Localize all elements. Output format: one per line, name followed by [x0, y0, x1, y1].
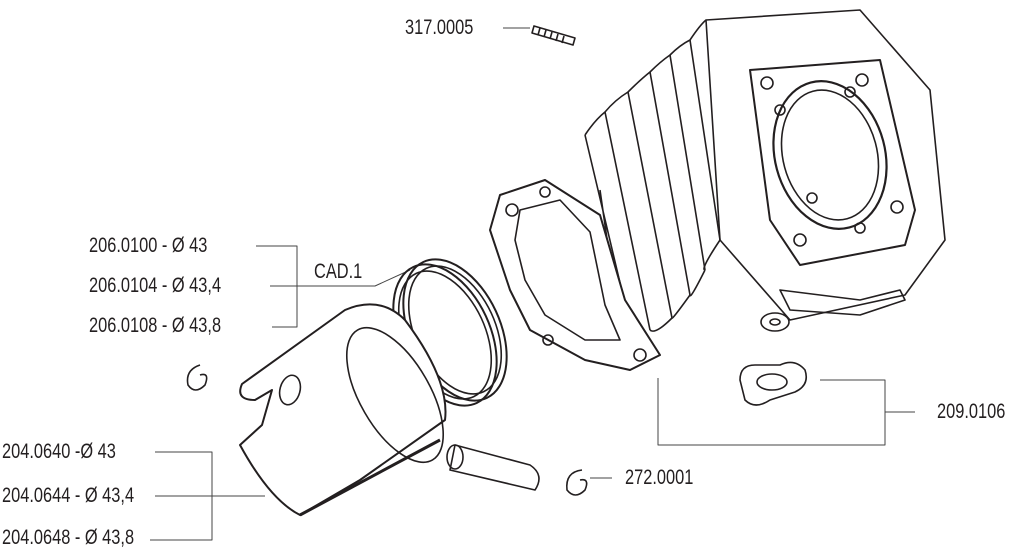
piston: [239, 303, 447, 517]
stud-317-0005: [531, 25, 576, 46]
part-label-piston-43-8: 204.0648 - Ø 43,8: [2, 526, 135, 549]
part-label-stud: 317.0005: [405, 16, 474, 39]
leader-lines: [150, 27, 915, 541]
intake-gasket-209-0106: [739, 361, 808, 406]
part-label-clip: 272.0001: [625, 466, 694, 489]
piston-pin-clips: [186, 364, 588, 496]
base-gasket: [489, 179, 661, 371]
part-label-ring-43-8: 206.0108 - Ø 43,8: [89, 314, 222, 337]
ring-quantity-label: CAD.1: [314, 260, 363, 283]
part-label-intake-gasket: 209.0106: [937, 400, 1006, 423]
part-label-piston-43-4: 204.0644 - Ø 43,4: [2, 484, 135, 507]
piston-pin: [446, 444, 540, 491]
part-label-ring-43: 206.0100 - Ø 43: [89, 234, 208, 257]
cylinder: [584, 9, 946, 332]
part-label-piston-43: 204.0640 -Ø 43: [2, 440, 116, 463]
part-label-ring-43-4: 206.0104 - Ø 43,4: [89, 274, 222, 297]
